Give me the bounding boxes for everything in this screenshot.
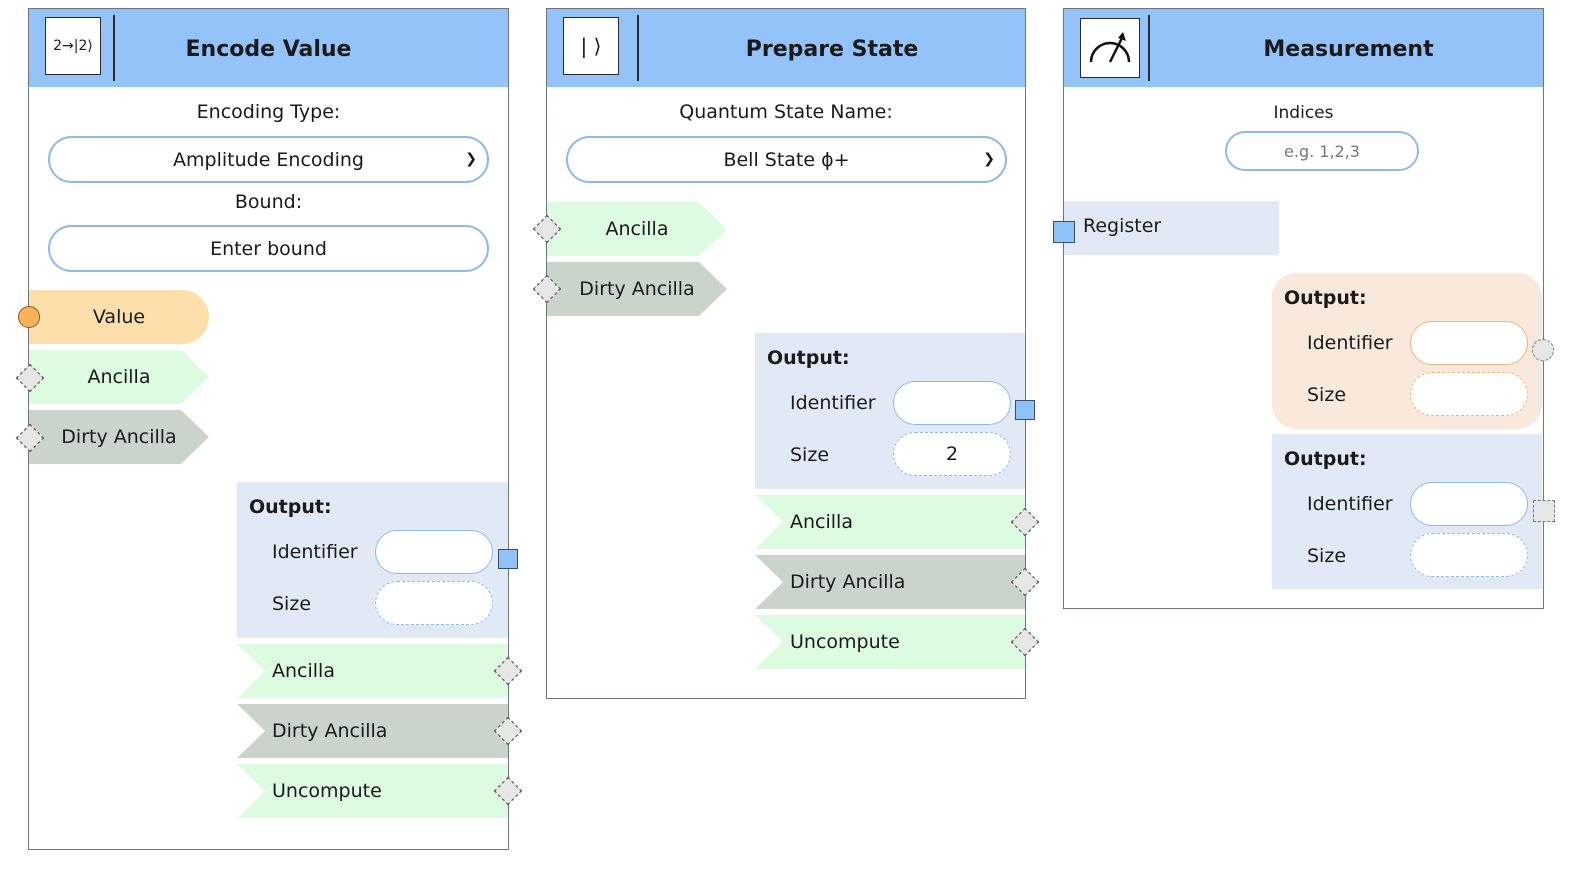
output-ancilla-tag: Ancilla: [755, 495, 1025, 549]
input-ancilla-tag: Ancilla: [29, 350, 209, 404]
identifier-label: Identifier: [1307, 493, 1393, 515]
size-input[interactable]: [375, 581, 493, 625]
output-uncompute-tag: Uncompute: [237, 764, 508, 818]
node-header: 2→|2⟩ Encode Value: [29, 9, 508, 87]
output-dirty-ancilla-tag: Dirty Ancilla: [237, 704, 508, 758]
size-input[interactable]: 2: [893, 432, 1011, 476]
bound-label: Bound:: [234, 191, 303, 213]
header-divider: [1148, 15, 1150, 81]
output-title: Output:: [1284, 448, 1367, 470]
output-classical-port[interactable]: [1532, 339, 1554, 361]
output-uncompute-tag: Uncompute: [755, 615, 1025, 669]
output-title: Output:: [249, 496, 332, 518]
meter-icon-svg: [1089, 32, 1131, 63]
identifier-input[interactable]: [893, 381, 1011, 425]
size-input[interactable]: [1410, 533, 1528, 577]
output-panel-classical: Output: Identifier Size: [1272, 273, 1542, 429]
indices-input[interactable]: e.g. 1,2,3: [1225, 131, 1419, 171]
output-register-port[interactable]: [1015, 400, 1035, 420]
encoding-type-label: Encoding Type:: [196, 101, 341, 123]
encode-icon-text: 2→|2⟩: [53, 38, 93, 54]
register-input-bar: Register: [1064, 201, 1279, 255]
input-value-tag: Value: [29, 290, 209, 344]
indices-placeholder: e.g. 1,2,3: [1284, 141, 1360, 161]
node-header: | ⟩ Prepare State: [547, 9, 1025, 87]
identifier-label: Identifier: [790, 392, 876, 414]
bound-placeholder: Enter bound: [210, 237, 327, 260]
output-title: Output:: [1284, 287, 1367, 309]
meter-icon: [1080, 18, 1140, 78]
node-title: Encode Value: [185, 37, 352, 62]
chevron-down-icon: ❯: [465, 150, 477, 167]
ket-icon: | ⟩: [563, 17, 619, 75]
input-ancilla-tag: Ancilla: [547, 202, 727, 256]
size-label: Size: [1307, 545, 1347, 567]
identifier-input[interactable]: [1410, 482, 1528, 526]
register-label: Register: [1083, 215, 1162, 237]
identifier-label: Identifier: [1307, 332, 1393, 354]
encode-value-node[interactable]: 2→|2⟩ Encode Value Encoding Type: Amplit…: [28, 8, 509, 850]
output-quantum-port[interactable]: [1533, 500, 1555, 522]
identifier-input[interactable]: [375, 530, 493, 574]
output-ancilla-tag: Ancilla: [237, 644, 508, 698]
bound-input[interactable]: Enter bound: [48, 225, 489, 272]
quantum-state-label: Quantum State Name:: [679, 101, 893, 123]
size-label: Size: [272, 593, 312, 615]
chevron-down-icon: ❯: [983, 150, 995, 167]
measurement-node[interactable]: Measurement Indices e.g. 1,2,3 Register …: [1063, 8, 1544, 609]
node-title: Measurement: [1263, 37, 1434, 62]
identifier-label: Identifier: [272, 541, 358, 563]
quantum-state-select[interactable]: Bell State ϕ+ ❯: [566, 136, 1007, 183]
input-value-port[interactable]: [18, 306, 40, 328]
node-title: Prepare State: [745, 37, 919, 62]
encoding-type-select[interactable]: Amplitude Encoding ❯: [48, 136, 489, 183]
encoding-type-value: Amplitude Encoding: [173, 148, 364, 171]
input-register-port[interactable]: [1053, 221, 1075, 243]
output-title: Output:: [767, 347, 850, 369]
node-header: Measurement: [1064, 9, 1543, 87]
output-panel: Output: Identifier Size: [237, 482, 508, 638]
output-panel-quantum: Output: Identifier Size: [1272, 434, 1542, 589]
output-panel: Output: Identifier Size 2: [755, 333, 1025, 489]
ket-icon-text: | ⟩: [580, 34, 602, 58]
identifier-input[interactable]: [1410, 321, 1528, 365]
size-input[interactable]: [1410, 372, 1528, 416]
header-divider: [113, 15, 115, 81]
prepare-state-node[interactable]: | ⟩ Prepare State Quantum State Name: Be…: [546, 8, 1026, 699]
size-value: 2: [945, 443, 959, 465]
input-dirty-ancilla-tag: Dirty Ancilla: [29, 410, 209, 464]
size-label: Size: [790, 444, 830, 466]
input-dirty-ancilla-tag: Dirty Ancilla: [547, 262, 727, 316]
size-label: Size: [1307, 384, 1347, 406]
output-dirty-ancilla-tag: Dirty Ancilla: [755, 555, 1025, 609]
output-register-port[interactable]: [498, 549, 518, 569]
encode-icon: 2→|2⟩: [45, 17, 101, 75]
quantum-state-value: Bell State ϕ+: [723, 148, 850, 171]
header-divider: [637, 15, 639, 81]
indices-label: Indices: [1273, 103, 1334, 123]
